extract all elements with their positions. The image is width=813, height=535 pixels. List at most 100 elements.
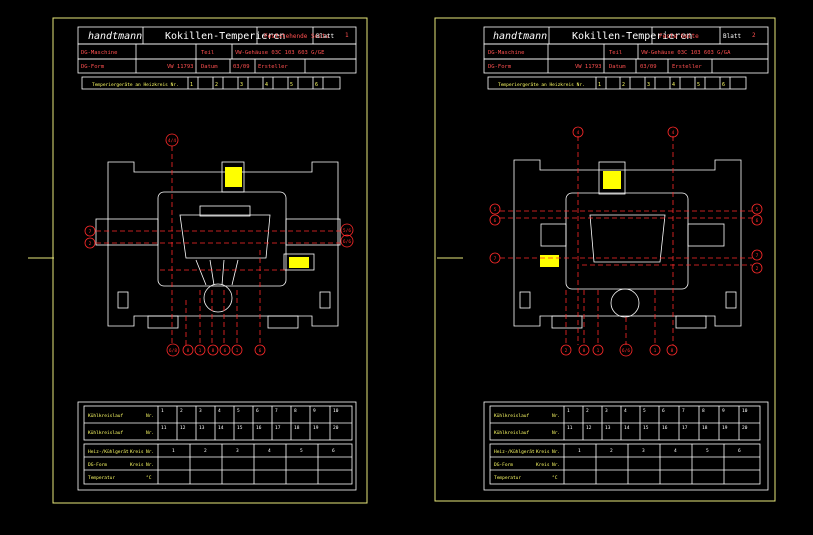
svg-text:12: 12: [586, 425, 592, 431]
svg-text:3: 3: [605, 408, 608, 414]
svg-text:6/8: 6/8: [169, 348, 177, 354]
machine-label: DG-Maschine: [81, 50, 117, 56]
form-value: VW 11793: [575, 64, 602, 70]
ersteller-label: Ersteller: [672, 64, 702, 70]
svg-text:6: 6: [494, 218, 497, 224]
mold-outline: [95, 161, 341, 329]
bottom-table-numbers: 1 2 3 4 5 6 7 8 9 10 11 12 13 14 15 16 1…: [161, 408, 339, 454]
svg-text:1: 1: [567, 408, 570, 414]
sheet-title: Kokillen-Temperieren: [165, 31, 285, 42]
mold-outline: [513, 159, 742, 329]
svg-text:6: 6: [332, 448, 335, 454]
svg-text:1: 1: [598, 82, 601, 88]
cooling-lines: [96, 146, 340, 345]
svg-text:6: 6: [662, 408, 665, 414]
datum-label: Datum: [201, 64, 218, 70]
svg-text:DG-Form: DG-Form: [494, 462, 513, 468]
svg-text:15: 15: [643, 425, 649, 431]
bottom-table-text: Kühlkreislauf Nr. Kühlkreislauf Nr. Heiz…: [494, 413, 560, 481]
svg-text:7: 7: [682, 408, 685, 414]
svg-text:4: 4: [265, 82, 268, 88]
logo-text: handtmann: [88, 31, 142, 42]
svg-text:5: 5: [237, 408, 240, 414]
svg-text:8: 8: [671, 348, 674, 354]
svg-text:3: 3: [240, 82, 243, 88]
svg-text:Kühlkreislauf: Kühlkreislauf: [88, 413, 124, 419]
svg-text:14: 14: [218, 425, 224, 431]
svg-text:7: 7: [756, 253, 759, 259]
svg-text:18: 18: [294, 425, 300, 431]
svg-text:2: 2: [180, 408, 183, 414]
svg-text:6: 6: [722, 82, 725, 88]
svg-text:Nr.: Nr.: [552, 430, 560, 436]
heater-block-right: [289, 257, 309, 268]
svg-text:2: 2: [586, 408, 589, 414]
heater-row-label: Temperiergeräte an Heizkreis Nr.: [498, 82, 585, 88]
title-block: [483, 26, 769, 90]
svg-text:1: 1: [199, 348, 202, 354]
bottom-table: [77, 401, 357, 491]
svg-text:6: 6: [256, 408, 259, 414]
heater-block-top: [225, 167, 242, 187]
svg-text:1: 1: [190, 82, 193, 88]
svg-text:5: 5: [643, 408, 646, 414]
svg-text:10: 10: [742, 408, 748, 414]
heater-block-top: [603, 171, 621, 189]
svg-text:Nr.: Nr.: [146, 430, 154, 436]
svg-text:3: 3: [642, 448, 645, 454]
part-label: Teil: [609, 50, 622, 56]
svg-text:9: 9: [313, 408, 316, 414]
svg-text:Nr.: Nr.: [552, 462, 560, 468]
svg-text:4: 4: [672, 130, 675, 136]
datum-value: 03/09: [233, 64, 250, 70]
svg-text:4: 4: [577, 130, 580, 136]
svg-text:1: 1: [654, 348, 657, 354]
sheet-frame: [52, 17, 368, 504]
sheet-1: handtmann Kokillen-Temperieren Feststehe…: [52, 17, 368, 504]
svg-text:4: 4: [218, 408, 221, 414]
svg-text:2: 2: [89, 241, 92, 247]
svg-text:6/6: 6/6: [343, 239, 351, 245]
svg-text:Kreis: Kreis: [536, 449, 550, 455]
svg-text:7: 7: [275, 408, 278, 414]
datum-label: Datum: [609, 64, 626, 70]
svg-text:2: 2: [610, 448, 613, 454]
svg-text:12: 12: [180, 425, 186, 431]
svg-text:13: 13: [605, 425, 611, 431]
svg-text:2: 2: [756, 266, 759, 272]
svg-text:6: 6: [259, 348, 262, 354]
svg-text:Nr.: Nr.: [146, 462, 154, 468]
svg-text:Temperatur: Temperatur: [494, 475, 521, 481]
part-value: VW-Gehäuse 03C 103 603 G/GE: [235, 50, 324, 56]
machine-label: DG-Maschine: [488, 50, 524, 56]
svg-text:Temperatur: Temperatur: [88, 475, 115, 481]
svg-text:5/6: 5/6: [343, 228, 351, 234]
circle-labels: 4 4 5 6 5 6 7 7 2 2 8 1 6/6 1 8: [494, 130, 759, 354]
side-label: Feste Seite: [659, 33, 699, 40]
svg-text:3: 3: [199, 408, 202, 414]
svg-text:Kreis: Kreis: [130, 449, 144, 455]
svg-text:5: 5: [706, 448, 709, 454]
sheet-frame: [434, 17, 776, 502]
svg-text:5: 5: [697, 82, 700, 88]
svg-text:20: 20: [333, 425, 339, 431]
cooling-lines: [500, 136, 752, 345]
svg-text:6: 6: [738, 448, 741, 454]
svg-text:°C: °C: [552, 475, 558, 481]
svg-text:Nr.: Nr.: [146, 413, 154, 419]
circle-labels: 4/4 7 2 5/6 6/6 6/8 8 1 8 6 1 6: [89, 138, 352, 354]
heater-block-left: [540, 255, 559, 267]
svg-text:17: 17: [682, 425, 688, 431]
svg-text:17: 17: [275, 425, 281, 431]
svg-text:11: 11: [567, 425, 573, 431]
svg-text:5: 5: [290, 82, 293, 88]
svg-text:5: 5: [756, 207, 759, 213]
svg-text:3: 3: [236, 448, 239, 454]
circle-markers: [84, 133, 354, 357]
svg-text:Nr.: Nr.: [146, 449, 154, 455]
blatt-number: 2: [752, 32, 756, 39]
svg-text:14: 14: [624, 425, 630, 431]
svg-text:10: 10: [333, 408, 339, 414]
svg-text:4: 4: [268, 448, 271, 454]
svg-text:Kreis: Kreis: [536, 462, 550, 468]
